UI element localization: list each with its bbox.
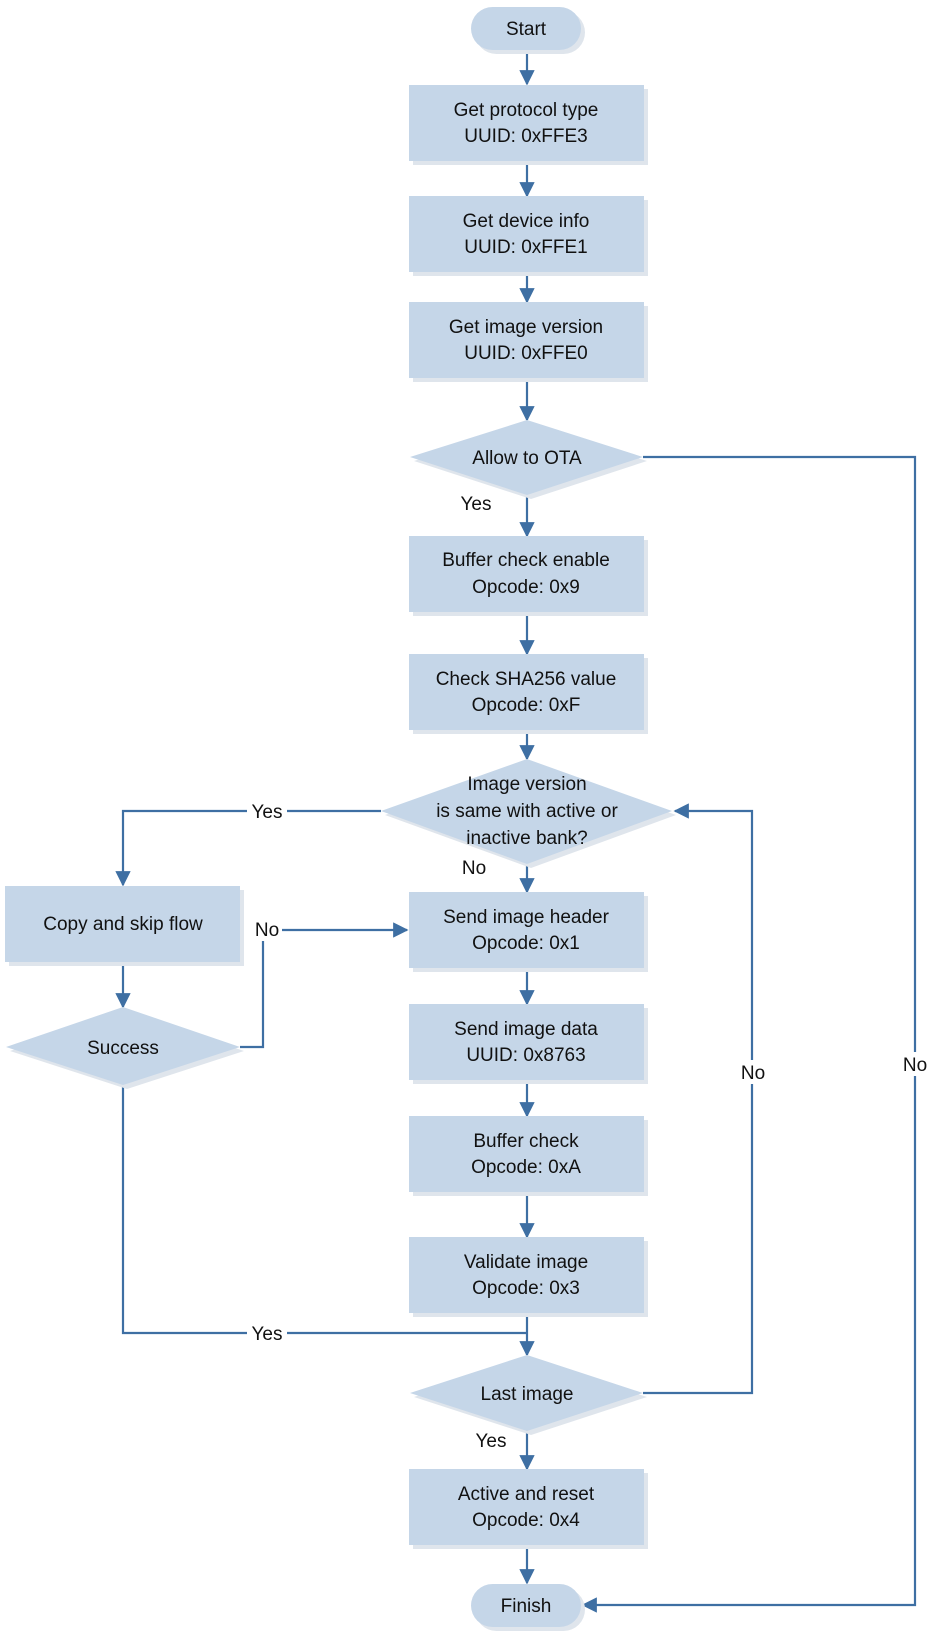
edge-labels: Yes No Yes No No Yes No Yes	[247, 494, 932, 1452]
node-finish-label: Finish	[501, 1596, 552, 1617]
node-buffer-check-enable-line-1: Buffer check enable	[442, 550, 610, 571]
node-start-label: Start	[506, 19, 547, 40]
node-get-device-info-line-1: Get device info	[463, 211, 590, 232]
node-image-version-same-line-3: inactive bank?	[466, 828, 587, 849]
node-get-image-version-line-2: UUID: 0xFFE0	[464, 343, 588, 364]
node-active-and-reset-line-1: Active and reset	[458, 1484, 595, 1505]
node-buffer-check-line-2: Opcode: 0xA	[471, 1157, 581, 1178]
node-buffer-check-enable: Buffer check enable Opcode: 0x9	[409, 536, 648, 616]
edge-allow-no-to-finish	[581, 455, 917, 1613]
node-last-image-label: Last image	[481, 1384, 574, 1405]
node-allow-ota-label: Allow to OTA	[472, 448, 582, 469]
edge-success-yes-to-last	[121, 1085, 527, 1335]
node-image-version-same-line-2: is same with active or	[436, 801, 618, 822]
node-get-device-info-line-2: UUID: 0xFFE1	[464, 237, 588, 258]
node-validate-image-line-1: Validate image	[464, 1252, 588, 1273]
edges	[115, 51, 917, 1613]
node-validate-image-line-2: Opcode: 0x3	[472, 1278, 580, 1299]
node-copy-and-skip: Copy and skip flow	[5, 886, 244, 966]
node-active-and-reset-line-2: Opcode: 0x4	[472, 1510, 580, 1531]
node-buffer-check-enable-line-2: Opcode: 0x9	[472, 577, 580, 598]
node-image-version-same: Image version is same with active or ina…	[381, 759, 676, 868]
node-send-image-data: Send image data UUID: 0x8763	[409, 1004, 648, 1084]
node-success: Success	[6, 1007, 244, 1089]
node-start: Start	[471, 7, 585, 54]
node-get-device-info: Get device info UUID: 0xFFE1	[409, 196, 648, 276]
node-check-sha256-line-1: Check SHA256 value	[436, 669, 617, 690]
node-check-sha256-line-2: Opcode: 0xF	[472, 695, 581, 716]
node-get-image-version-line-1: Get image version	[449, 317, 603, 338]
node-validate-image: Validate image Opcode: 0x3	[409, 1237, 648, 1317]
edge-last-no-to-same	[643, 803, 754, 1395]
label-allow-yes: Yes	[461, 494, 492, 515]
node-buffer-check-line-1: Buffer check	[473, 1131, 579, 1152]
node-image-version-same-line-1: Image version	[467, 774, 586, 795]
node-finish: Finish	[471, 1584, 585, 1631]
label-same-yes: Yes	[252, 802, 283, 823]
node-get-image-version: Get image version UUID: 0xFFE0	[409, 302, 648, 382]
node-get-protocol-line-1: Get protocol type	[454, 100, 599, 121]
node-copy-and-skip-label: Copy and skip flow	[43, 914, 203, 935]
node-get-protocol-line-2: UUID: 0xFFE3	[464, 126, 588, 147]
label-allow-no: No	[903, 1055, 927, 1076]
label-last-no: No	[741, 1063, 765, 1084]
label-success-no: No	[255, 920, 279, 941]
label-success-yes: Yes	[252, 1324, 283, 1345]
node-send-image-header: Send image header Opcode: 0x1	[409, 892, 648, 972]
node-send-image-header-line-2: Opcode: 0x1	[472, 933, 580, 954]
edge-success-no-to-header	[240, 922, 409, 1049]
edge-same-yes-to-copy	[115, 809, 381, 887]
node-last-image: Last image	[410, 1355, 647, 1435]
node-buffer-check: Buffer check Opcode: 0xA	[409, 1116, 648, 1196]
label-last-yes: Yes	[476, 1431, 507, 1452]
node-get-protocol: Get protocol type UUID: 0xFFE3	[409, 85, 648, 165]
node-send-image-data-line-2: UUID: 0x8763	[466, 1045, 585, 1066]
node-success-label: Success	[87, 1038, 159, 1059]
node-active-and-reset: Active and reset Opcode: 0x4	[409, 1469, 648, 1549]
label-same-no: No	[462, 858, 486, 879]
node-check-sha256: Check SHA256 value Opcode: 0xF	[409, 654, 648, 734]
node-send-image-data-line-1: Send image data	[454, 1019, 598, 1040]
node-send-image-header-line-1: Send image header	[443, 907, 610, 928]
node-allow-ota: Allow to OTA	[410, 420, 647, 499]
